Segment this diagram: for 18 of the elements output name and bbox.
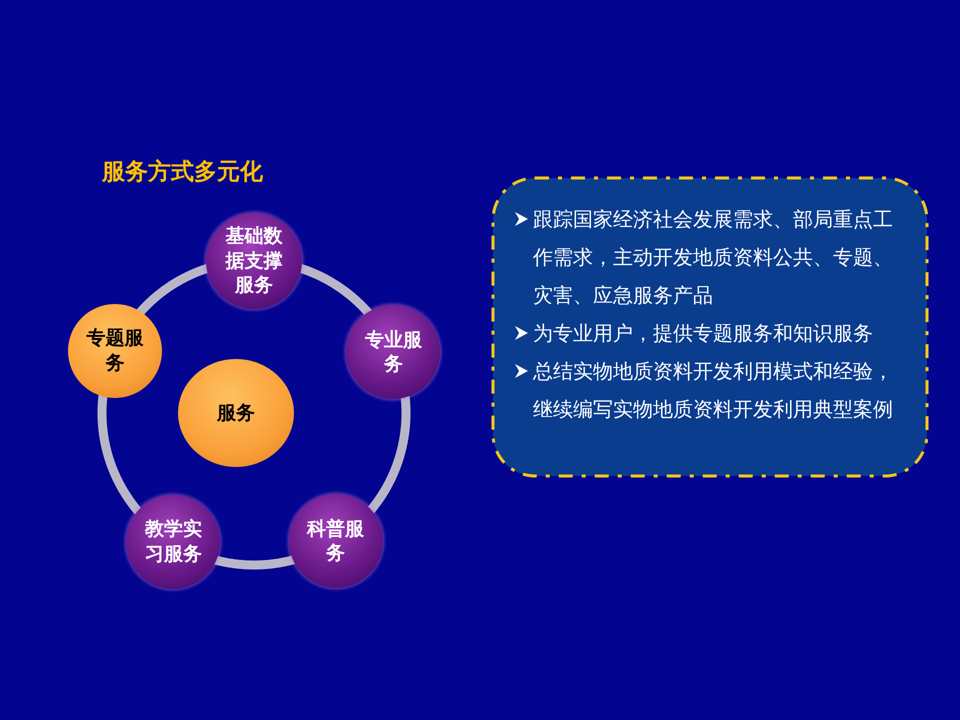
- bullet-text: 跟踪国家经济社会发展需求、部局重点工作需求，主动开发地质资料公共、专题、灾害、应急服务产品: [533, 207, 893, 307]
- bullet-text: 为专业用户，提供专题服务和知识服务: [533, 321, 873, 345]
- circle-node: [206, 213, 302, 309]
- diagram-title: 服务方式多元化: [102, 158, 263, 187]
- circle-node: [346, 305, 440, 400]
- node-label: 科普服务: [306, 516, 366, 566]
- bullet-text: 总结实物地质资料开发利用模式和经验，继续编写实物地质资料开发利用典型案例: [533, 359, 893, 421]
- node-label: 教学实习服务: [144, 517, 203, 567]
- node-label: 服务: [216, 400, 256, 426]
- text-panel: [492, 176, 928, 478]
- ring-segment: [98, 394, 142, 516]
- node-label: 基础数据支撑服务: [224, 224, 284, 298]
- circle-node: [288, 494, 383, 588]
- ring-segment: [212, 555, 297, 570]
- node-label: 专业服务: [364, 328, 423, 378]
- ring-segment: [366, 394, 410, 514]
- node-label: 专题服务: [86, 326, 145, 376]
- circle-node: [126, 494, 220, 589]
